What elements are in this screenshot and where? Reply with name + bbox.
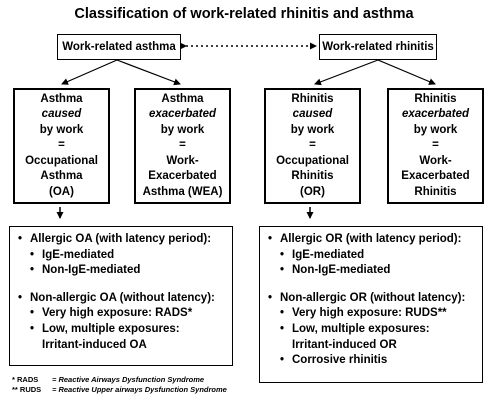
list-item: • Non-IgE-mediated [268, 263, 478, 279]
list-item: • Very high exposure: RUDS** [268, 306, 478, 322]
list-item: • Allergic OR (with latency period): [268, 232, 478, 248]
list-item: • Allergic OA (with latency period): [18, 232, 228, 248]
list-item: • Low, multiple exposures: Irritant-induc… [18, 322, 228, 353]
sub-bullet: • [280, 264, 285, 277]
list-item: • Low, multiple exposures: Irritant-induc… [268, 322, 478, 353]
list-item-text: Very high exposure: RADS* [42, 307, 193, 320]
occupational-asthma-box: Asthma caused by work = Occupational Ast… [13, 88, 110, 204]
sub-bullet: • [30, 264, 35, 277]
list-item: • Very high exposure: RADS* [18, 306, 228, 322]
type-equals: = [309, 139, 316, 152]
work-related-asthma-box: Work-related asthma [57, 34, 181, 60]
arrow-to-oa [61, 59, 118, 85]
type-line-emphasis: exacerbated [148, 108, 217, 121]
list-item: • IgE-mediated [18, 248, 228, 264]
type-line: Rhinitis [414, 92, 457, 105]
list-item: • Corrosive rhinitis [268, 353, 478, 369]
type-line: by work [160, 123, 205, 136]
sub-bullet: • [30, 322, 35, 335]
or-allergic-heading: Allergic OR (with latency period): [280, 233, 462, 245]
list-item-text: IgE-mediated [292, 248, 365, 261]
occupational-rhinitis-box: Rhinitis caused by work = Occupational R… [264, 88, 361, 204]
bullet: • [268, 291, 273, 304]
sub-bullet: • [30, 307, 35, 320]
list-item-text: IgE-mediated [42, 248, 115, 261]
type-line: (OA) [49, 185, 74, 198]
list-item: • Non-allergic OR (without latency): [268, 291, 478, 307]
sub-bullet: • [280, 307, 285, 320]
type-equals: = [179, 139, 186, 152]
type-line: by work [413, 123, 458, 136]
footnote-ruds: ** RUDS = Reactive Upper airways Dysfunct… [12, 385, 227, 395]
type-line: Rhinitis [291, 92, 334, 105]
footnote-abbr: * RADS [12, 375, 39, 384]
work-related-asthma-label: Work-related asthma [62, 41, 176, 53]
type-line: Rhinitis [414, 185, 457, 198]
type-line: Occupational [25, 154, 98, 167]
list-item-text: Low, multiple exposures: Irritant-induce… [42, 322, 180, 351]
or-subtypes-box: • Allergic OR (with latency period): • IgE… [259, 226, 483, 383]
list-item: • Non-IgE-mediated [18, 263, 228, 279]
arrow-to-or [314, 59, 379, 86]
type-equals: = [432, 139, 439, 152]
bullet: • [268, 233, 273, 245]
list-item-text: Non-IgE-mediated [292, 264, 391, 277]
work-related-rhinitis-box: Work-related rhinitis [319, 34, 437, 60]
diagram-title: Classification of work-related rhinitis … [74, 6, 414, 22]
type-line-emphasis: exacerbated [401, 108, 470, 121]
bullet: • [18, 291, 23, 304]
bullet: • [18, 233, 23, 245]
type-line-emphasis: caused [41, 108, 82, 121]
oa-subtypes-box: • Allergic OA (with latency period): • IgE… [9, 226, 233, 366]
type-line: Asthma [40, 170, 83, 183]
sub-bullet: • [30, 248, 35, 261]
type-line: Work- [419, 154, 452, 167]
type-line: (OR) [300, 185, 325, 198]
type-equals: = [58, 139, 65, 152]
list-item-text: Very high exposure: RUDS** [292, 307, 447, 320]
arrow-to-wea [116, 59, 181, 86]
type-line: Rhinitis [291, 170, 334, 183]
work-exacerbated-rhinitis-box: Rhinitis exacerbated by work = Work- Exa… [387, 88, 484, 204]
type-line: by work [39, 123, 84, 136]
oa-nonallergic-heading: Non-allergic OA (without latency): [30, 291, 215, 304]
footnote-rads: * RADS = Reactive Airways Dysfunction Syn… [12, 375, 227, 385]
footnote-definition: = Reactive Airways Dysfunction Syndrome [52, 375, 205, 384]
type-line: Work- [166, 154, 199, 167]
footnotes: * RADS = Reactive Airways Dysfunction Syn… [12, 375, 227, 395]
list-item-text: Low, multiple exposures: Irritant-induce… [292, 322, 430, 351]
footnote-definition: = Reactive Upper airways Dysfunction Syn… [52, 385, 227, 394]
list-item: • Non-allergic OA (without latency): [18, 291, 228, 307]
sub-bullet: • [280, 322, 285, 335]
list-item-text: Non-IgE-mediated [42, 264, 141, 277]
type-line: Asthma [40, 92, 83, 105]
type-line: Asthma (WEA) [142, 185, 223, 198]
work-related-rhinitis-label: Work-related rhinitis [322, 41, 434, 53]
work-exacerbated-asthma-box: Asthma exacerbated by work = Work- Exace… [134, 88, 231, 204]
footnote-abbr: ** RUDS [12, 385, 42, 394]
type-line: Occupational [276, 154, 349, 167]
sub-bullet: • [280, 248, 285, 261]
type-line: Asthma [161, 92, 204, 105]
type-line: Exacerbated [401, 170, 470, 183]
list-item-text: Corrosive rhinitis [292, 354, 388, 367]
type-line: Exacerbated [148, 170, 217, 183]
type-line-emphasis: caused [292, 108, 333, 121]
or-nonallergic-heading: Non-allergic OR (without latency): [280, 291, 466, 304]
oa-allergic-heading: Allergic OA (with latency period): [30, 233, 212, 245]
arrow-to-wer [377, 59, 436, 85]
sub-bullet: • [280, 354, 285, 367]
type-line: by work [290, 123, 335, 136]
list-item: • IgE-mediated [268, 248, 478, 264]
